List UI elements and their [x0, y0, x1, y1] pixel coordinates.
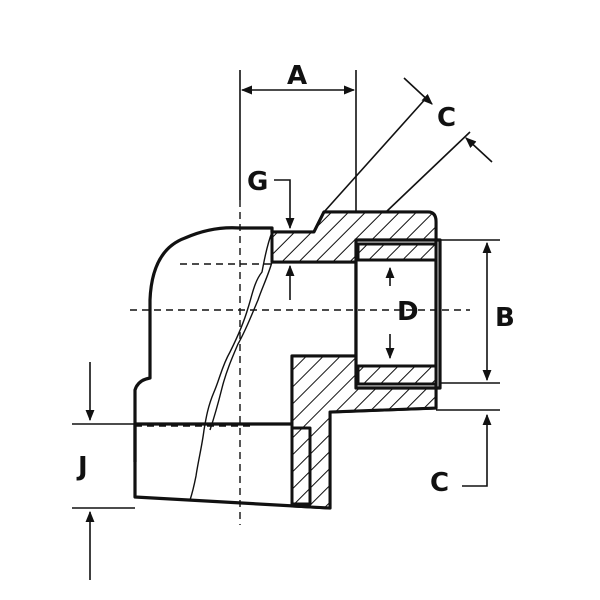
dimension-d: D	[385, 266, 419, 360]
label-g: G	[247, 167, 268, 197]
label-d: D	[397, 297, 419, 327]
dimension-b: B	[440, 239, 515, 384]
center-lines	[130, 200, 470, 525]
dimension-j: J	[72, 362, 135, 580]
elbow-body	[133, 210, 442, 510]
label-c-bottom: C	[430, 468, 449, 498]
thread-upper	[356, 242, 438, 262]
dimension-g: G	[247, 167, 295, 300]
dimension-c-top: C	[323, 77, 493, 213]
thread-lower	[356, 364, 438, 386]
label-j: J	[76, 452, 88, 482]
break-line	[189, 231, 273, 501]
break-line-inner	[209, 261, 273, 431]
label-c-top: C	[437, 103, 456, 133]
label-b: B	[495, 303, 515, 333]
dimension-c-bottom: C	[430, 409, 500, 498]
dimension-a: A	[239, 61, 357, 212]
socket-recess	[354, 238, 438, 390]
label-a: A	[287, 61, 307, 91]
thread-bottom	[290, 426, 312, 506]
